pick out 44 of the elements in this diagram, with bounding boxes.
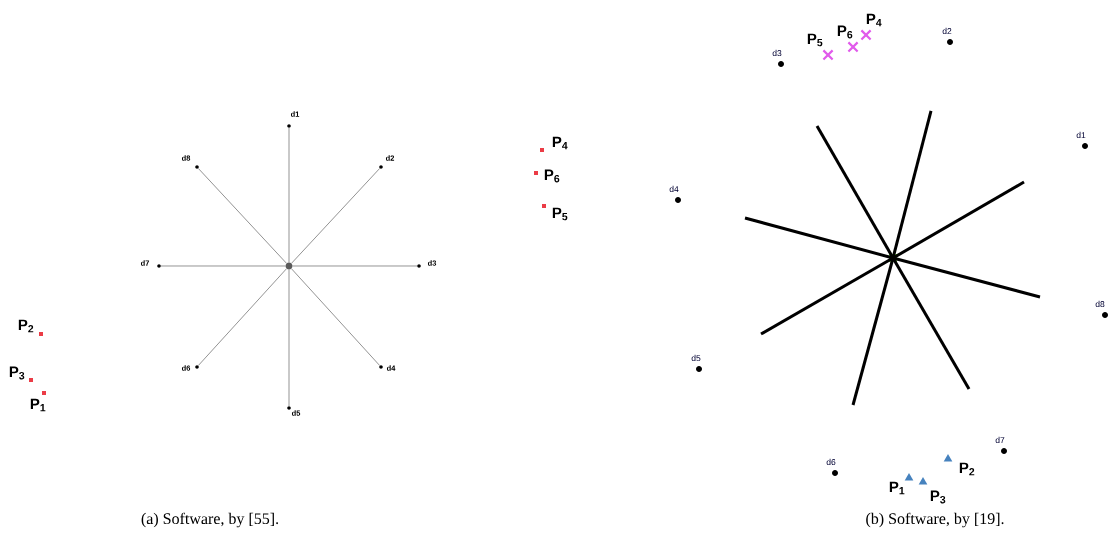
dimension-label: d2 bbox=[942, 27, 952, 35]
point-label: P$_{1}$ bbox=[30, 398, 46, 412]
point-label: P$_{2}$ bbox=[959, 462, 975, 476]
star-axis bbox=[744, 216, 894, 260]
point-cross bbox=[847, 41, 859, 53]
star-axis bbox=[892, 256, 1041, 299]
point-cross bbox=[860, 29, 872, 41]
star-axis bbox=[760, 256, 894, 336]
star-axis bbox=[815, 125, 895, 259]
dimension-label: d4 bbox=[669, 185, 679, 193]
caption: (b) Software, by [19]. bbox=[866, 512, 1004, 528]
point-triangle bbox=[918, 477, 928, 485]
star-axis bbox=[291, 268, 381, 366]
dimension-label: d5 bbox=[691, 354, 701, 362]
star-axis bbox=[288, 269, 290, 407]
point-triangle bbox=[904, 473, 914, 481]
point-label: P$_{2}$ bbox=[18, 319, 34, 333]
point-label: P$_{6}$ bbox=[837, 25, 853, 39]
star-axis bbox=[197, 268, 287, 366]
point-label: P$_{3}$ bbox=[930, 490, 946, 504]
dimension-label: d6 bbox=[826, 458, 836, 466]
point-label: P$_{4}$ bbox=[552, 136, 568, 150]
star-axis bbox=[851, 257, 895, 406]
point-label: P$_{1}$ bbox=[889, 481, 905, 495]
dimension-label: d1 bbox=[1076, 131, 1086, 139]
caption: (a) Software, by [55]. bbox=[141, 512, 279, 528]
star-axis bbox=[891, 257, 971, 390]
point-label: P$_{6}$ bbox=[544, 169, 560, 183]
point-label: P$_{5}$ bbox=[807, 33, 823, 47]
star-axis bbox=[292, 265, 418, 267]
star-axis bbox=[160, 265, 286, 267]
dimension-label: d8 bbox=[1095, 300, 1105, 308]
star-axis bbox=[892, 180, 1025, 260]
point-triangle bbox=[943, 454, 953, 462]
point-label: P$_{4}$ bbox=[866, 13, 882, 27]
star-axis bbox=[891, 110, 933, 259]
point-cross bbox=[822, 49, 834, 61]
dimension-label: d3 bbox=[772, 49, 782, 57]
star-axis bbox=[291, 168, 381, 264]
dimension-label: d7 bbox=[995, 436, 1005, 444]
star-axis bbox=[198, 168, 287, 264]
point-label: P$_{3}$ bbox=[9, 366, 25, 380]
point-label: P$_{5}$ bbox=[552, 207, 568, 221]
star-axis bbox=[288, 127, 290, 263]
